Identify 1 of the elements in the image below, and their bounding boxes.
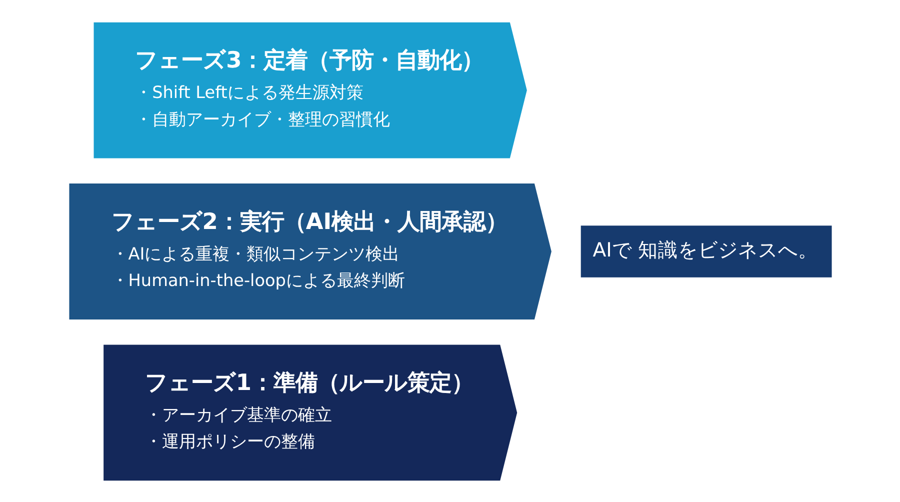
label: AIで 知識をビジネスへ。 — [592, 238, 818, 262]
